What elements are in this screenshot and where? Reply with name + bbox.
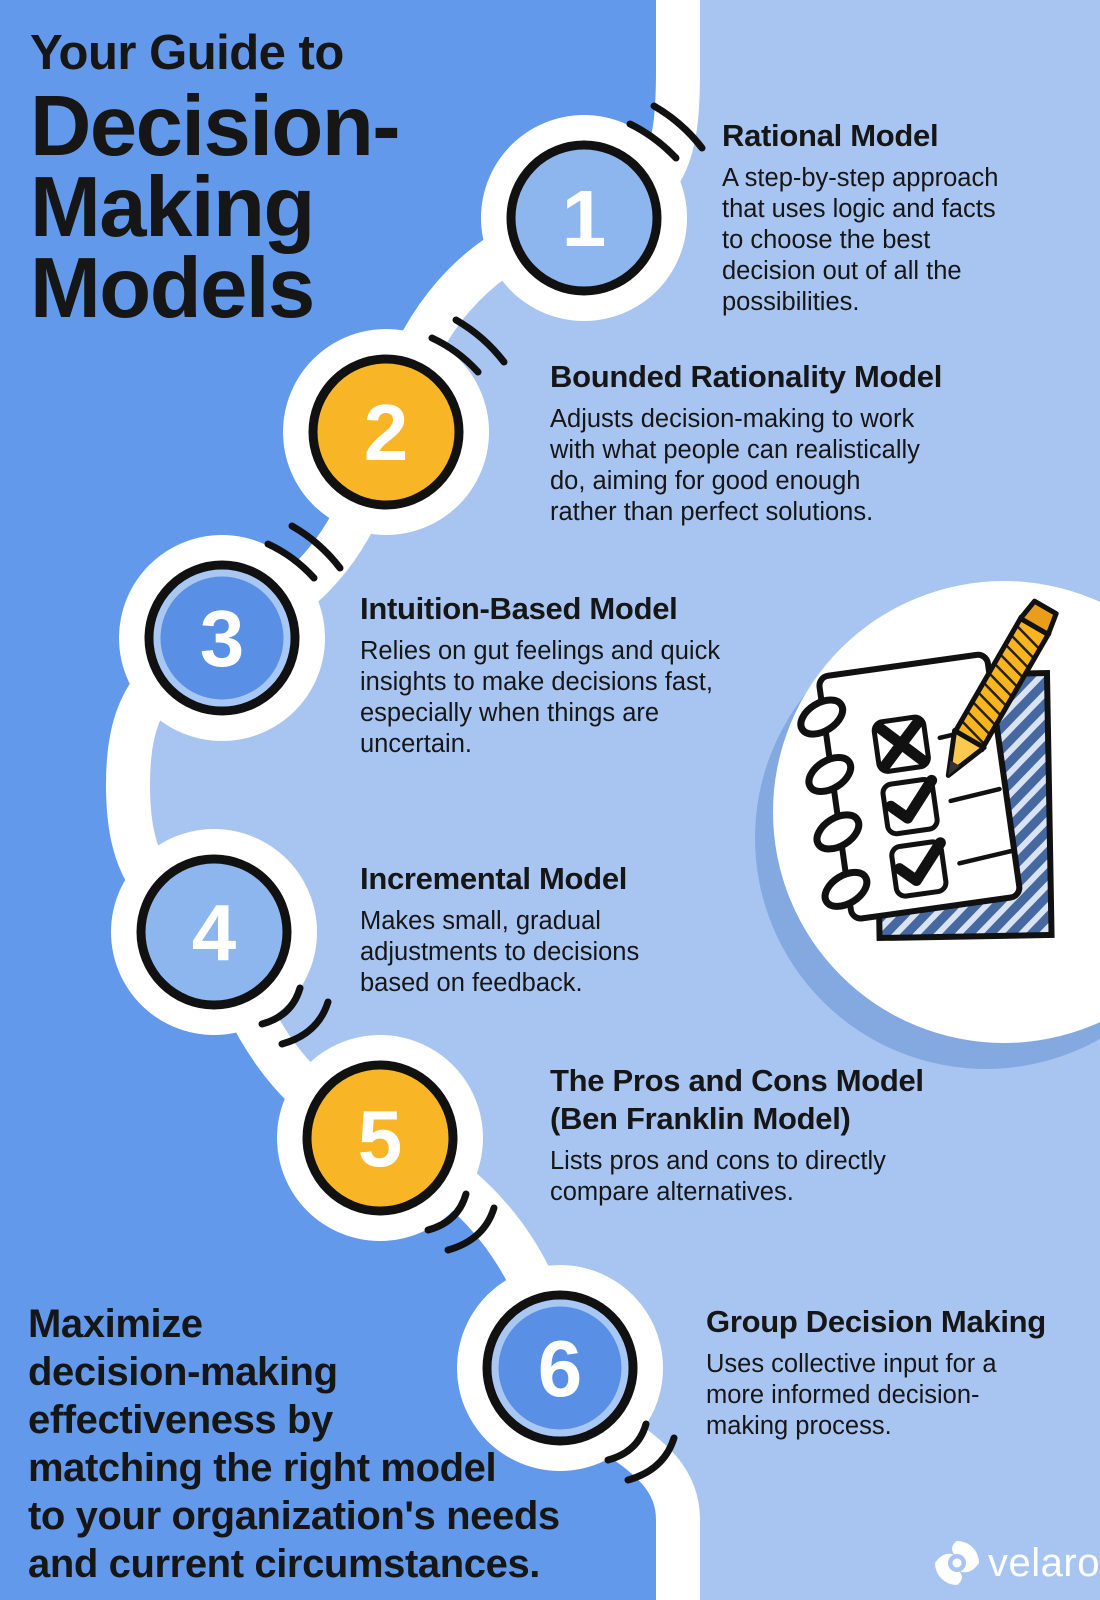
step-heading: Bounded Rationality Model [550, 359, 943, 394]
check-mark-icon [894, 837, 946, 886]
step-circles: 1 2 3 4 5 6 [136, 140, 662, 1446]
step-circle-5: 5 [302, 1060, 458, 1216]
step-description: Makes small, gradual adjustments to deci… [360, 907, 640, 997]
step-heading: The Pros and Cons Model (Ben Franklin Mo… [550, 1063, 924, 1136]
step-item-5: The Pros and Cons Model (Ben Franklin Mo… [550, 1062, 924, 1208]
step-number-3: 3 [200, 594, 245, 683]
page-title: Decision- Making Models [30, 79, 401, 336]
step-description: A step-by-step approach that uses logic … [722, 164, 999, 316]
step-item-3: Intuition-Based Model Relies on gut feel… [360, 590, 720, 760]
step-number-1: 1 [562, 174, 607, 263]
x-mark-icon [873, 716, 930, 773]
title-block: Your Guide to Decision- Making Models [30, 22, 401, 336]
velaro-swirl-icon [935, 1541, 979, 1585]
step-circle-4: 4 [136, 854, 292, 1010]
step-item-6: Group Decision Making Uses collective in… [706, 1303, 1046, 1442]
checkbox-row-checked [889, 837, 1015, 899]
brand-logo: velaro [934, 1540, 1100, 1586]
step-number-6: 6 [538, 1324, 583, 1413]
step-item-1: Rational Model A step-by-step approach t… [722, 117, 998, 318]
checkbox-row-crossed [871, 714, 988, 774]
checkbox-row-checked [880, 774, 1002, 837]
step-circle-2: 2 [308, 354, 464, 510]
step-item-2: Bounded Rationality Model Adjusts decisi… [550, 358, 942, 528]
spiral-rings [797, 696, 871, 910]
checklist-with-pencil-illustration [797, 598, 1059, 942]
step-circle-1: 1 [506, 140, 662, 296]
brand-name: velaro [988, 1541, 1100, 1585]
step-heading: Intuition-Based Model [360, 591, 678, 626]
step-number-5: 5 [358, 1094, 403, 1183]
step-circle-6: 6 [482, 1290, 638, 1446]
step-number-4: 4 [192, 888, 237, 977]
check-mark-icon [885, 774, 938, 824]
step-item-4: Incremental Model Makes small, gradual a… [360, 860, 639, 999]
motion-dashes [258, 102, 706, 1484]
step-heading: Group Decision Making [706, 1304, 1046, 1339]
step-description: Lists pros and cons to directly compare … [550, 1147, 886, 1206]
title-kicker: Your Guide to [30, 26, 344, 80]
step-heading: Incremental Model [360, 861, 628, 896]
step-circle-3: 3 [144, 560, 300, 716]
step-description: Uses collective input for a more informe… [706, 1350, 997, 1440]
background-left [0, 0, 678, 1600]
step-number-2: 2 [364, 388, 409, 477]
footer-takeaway-text: Maximize decision-making effectiveness b… [28, 1302, 560, 1586]
pencil-icon [945, 598, 1059, 778]
step-description: Relies on gut feelings and quick insight… [360, 637, 721, 758]
step-description: Adjusts decision-making to work with wha… [550, 405, 920, 526]
step-heading: Rational Model [722, 118, 939, 153]
